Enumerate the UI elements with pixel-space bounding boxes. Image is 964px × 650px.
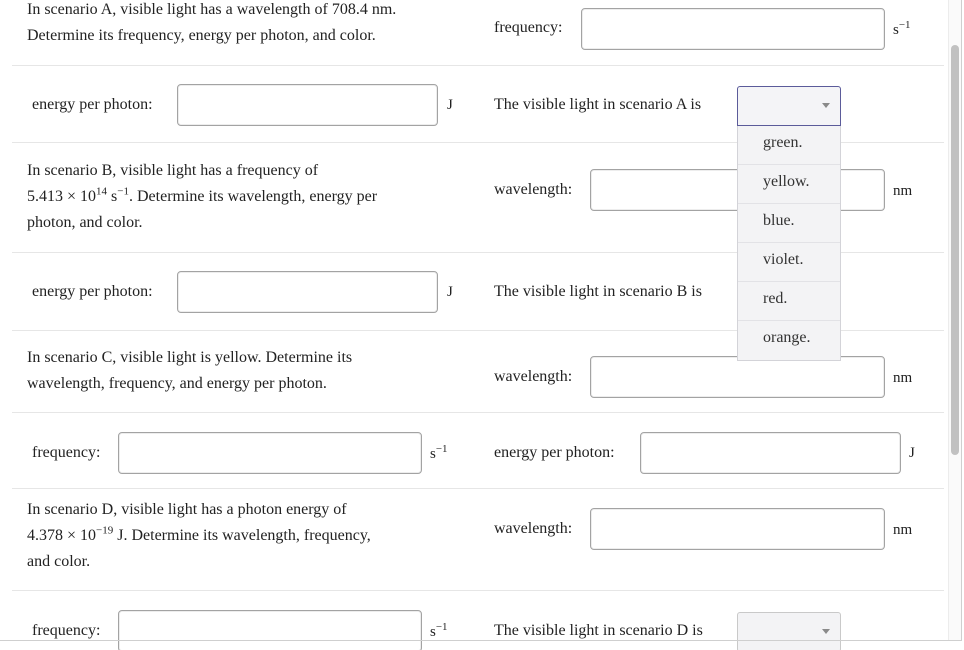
dropdown-option-red[interactable]: red. <box>738 282 840 321</box>
scenario-b-color-prompt: The visible light in scenario B is <box>494 283 702 300</box>
scenario-a-energy-input[interactable] <box>177 84 438 126</box>
scenario-a-color-prompt: The visible light in scenario A is <box>494 96 702 113</box>
scenario-a-energy-unit: J <box>447 97 453 113</box>
dropdown-option-yellow[interactable]: yellow. <box>738 165 840 204</box>
scenario-d-wavelength-unit: nm <box>893 522 913 538</box>
scenario-d-wavelength-input[interactable] <box>590 508 885 550</box>
scenario-b-line3: photon, and color. <box>27 214 143 231</box>
scenario-b-line2: 5.413 × 1014 s−1. Determine its waveleng… <box>27 185 378 205</box>
dropdown-option-blue[interactable]: blue. <box>738 204 840 243</box>
scenario-c-line1: In scenario C, visible light is yellow. … <box>27 349 353 366</box>
scenario-d-wavelength-label: wavelength: <box>494 520 573 537</box>
dropdown-option-orange[interactable]: orange. <box>763 329 811 346</box>
scenario-d-text: In scenario D, visible light has a photo… <box>27 497 467 575</box>
scenario-d-line1: In scenario D, visible light has a photo… <box>27 501 347 518</box>
scenario-c-wavelength-input[interactable] <box>590 356 885 398</box>
scenario-c-wavelength-label: wavelength: <box>494 368 573 385</box>
scenario-a-frequency-input[interactable] <box>581 8 885 50</box>
divider <box>12 590 944 591</box>
scenario-b-wavelength-label: wavelength: <box>494 181 573 198</box>
scenario-c-frequency-input[interactable] <box>118 432 422 474</box>
dropdown-option-violet[interactable]: violet. <box>738 243 840 282</box>
scenario-d-color-select[interactable] <box>737 612 841 650</box>
scenario-a-line2: Determine its frequency, energy per phot… <box>27 27 376 44</box>
chevron-down-icon <box>822 629 830 634</box>
scenario-c-energy-input[interactable] <box>640 432 901 474</box>
scenario-a-frequency-unit: s−1 <box>893 19 911 39</box>
divider <box>12 488 944 489</box>
scenario-c-energy-unit: J <box>909 445 915 461</box>
scenario-a-line1: In scenario A, visible light has a wavel… <box>27 1 397 18</box>
scenario-d-frequency-label: frequency: <box>32 622 101 639</box>
scenario-b-text: In scenario B, visible light has a frequ… <box>27 158 467 236</box>
scenario-d-line3: and color. <box>27 553 91 570</box>
color-dropdown-menu: green. yellow. blue. violet. red. orange… <box>737 126 841 361</box>
scenario-d-frequency-input[interactable] <box>118 610 422 650</box>
divider <box>12 65 944 66</box>
scenario-b-energy-input[interactable] <box>177 271 438 313</box>
scrollbar-thumb[interactable] <box>951 45 959 455</box>
scenario-c-frequency-unit: s−1 <box>430 443 448 463</box>
scenario-b-energy-label: energy per photon: <box>32 283 153 300</box>
divider <box>12 330 944 331</box>
scenario-d-color-prompt: The visible light in scenario D is <box>494 622 703 639</box>
scenario-c-wavelength-unit: nm <box>893 370 913 386</box>
scenario-b-energy-unit: J <box>447 284 453 300</box>
scenario-a-text: In scenario A, visible light has a wavel… <box>27 0 467 49</box>
scenario-d-line2: 4.378 × 10−19 J. Determine its wavelengt… <box>27 524 371 544</box>
scenario-b-line1: In scenario B, visible light has a frequ… <box>27 162 319 179</box>
scenario-c-energy-label: energy per photon: <box>494 444 615 461</box>
scenario-a-energy-label: energy per photon: <box>32 96 153 113</box>
chevron-down-icon <box>822 103 830 108</box>
scenario-a-color-select[interactable] <box>737 86 841 126</box>
dropdown-option-green[interactable]: green. <box>738 126 840 165</box>
scenario-b-wavelength-unit: nm <box>893 183 913 199</box>
scenario-a-frequency-label: frequency: <box>494 19 563 36</box>
divider <box>12 252 944 253</box>
scenario-c-line2: wavelength, frequency, and energy per ph… <box>27 375 327 392</box>
scenario-d-frequency-unit: s−1 <box>430 621 448 641</box>
divider <box>12 412 944 413</box>
scenario-c-frequency-label: frequency: <box>32 444 101 461</box>
scenario-c-text: In scenario C, visible light is yellow. … <box>27 345 467 397</box>
divider <box>12 142 944 143</box>
